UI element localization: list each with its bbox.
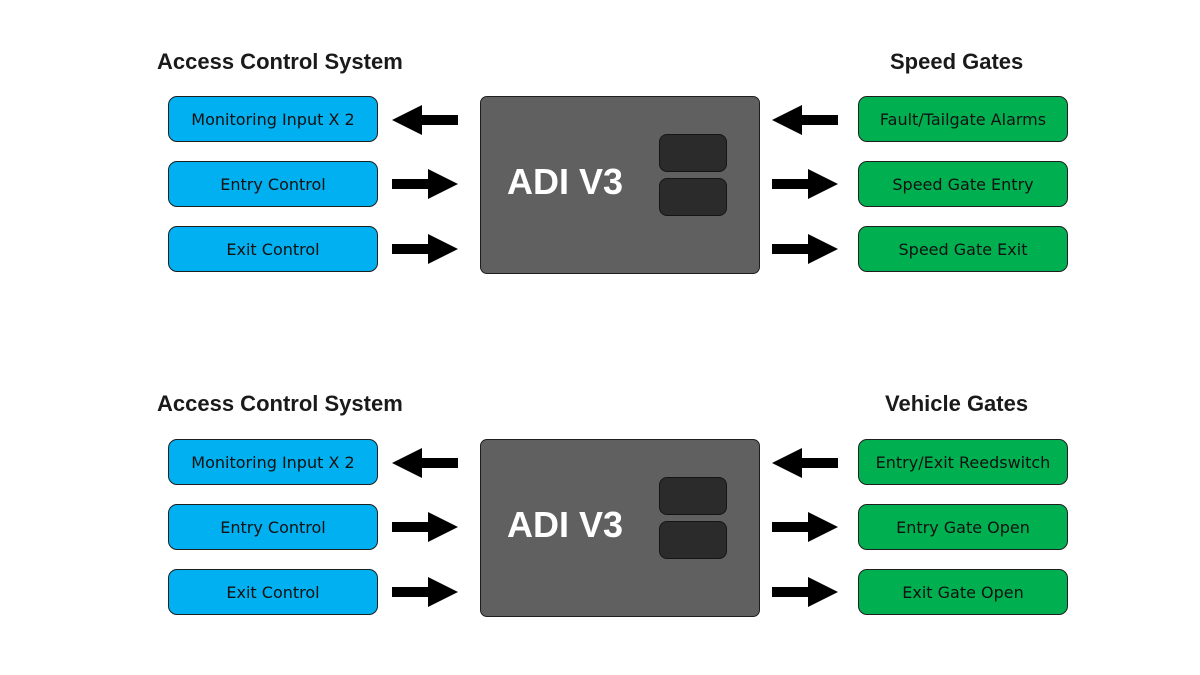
arrow-left-icon xyxy=(772,448,838,478)
gate-box-exit-gate-open: Exit Gate Open xyxy=(858,569,1068,615)
right-heading: Vehicle Gates xyxy=(885,391,1029,416)
arrow-left-icon xyxy=(392,105,458,135)
access-box-monitoring-input: Monitoring Input X 2 xyxy=(168,96,378,142)
arrow-right-icon xyxy=(392,234,458,264)
adi-device: ADI V3 xyxy=(480,96,760,274)
device-port-top xyxy=(659,134,727,172)
access-box-exit-control: Exit Control xyxy=(168,226,378,272)
arrow-right-icon xyxy=(392,577,458,607)
adi-device: ADI V3 xyxy=(480,439,760,617)
gate-box-speed-gate-exit: Speed Gate Exit xyxy=(858,226,1068,272)
left-heading: Access Control System xyxy=(157,49,403,74)
device-port-bottom xyxy=(659,178,727,216)
gate-box-fault-alarms: Fault/Tailgate Alarms xyxy=(858,96,1068,142)
arrow-left-icon xyxy=(772,105,838,135)
arrow-right-icon xyxy=(772,577,838,607)
arrow-right-icon xyxy=(772,169,838,199)
right-heading: Speed Gates xyxy=(890,49,1024,74)
access-box-entry-control: Entry Control xyxy=(168,161,378,207)
left-heading: Access Control System xyxy=(157,391,403,416)
arrow-right-icon xyxy=(772,512,838,542)
gate-box-speed-gate-entry: Speed Gate Entry xyxy=(858,161,1068,207)
device-port-top xyxy=(659,477,727,515)
device-label: ADI V3 xyxy=(507,504,624,545)
device-port-bottom xyxy=(659,521,727,559)
access-box-exit-control: Exit Control xyxy=(168,569,378,615)
gate-box-reedswitch: Entry/Exit Reedswitch xyxy=(858,439,1068,485)
arrow-right-icon xyxy=(772,234,838,264)
arrow-right-icon xyxy=(392,169,458,199)
access-box-monitoring-input: Monitoring Input X 2 xyxy=(168,439,378,485)
gate-box-entry-gate-open: Entry Gate Open xyxy=(858,504,1068,550)
access-box-entry-control: Entry Control xyxy=(168,504,378,550)
arrow-right-icon xyxy=(392,512,458,542)
arrow-left-icon xyxy=(392,448,458,478)
device-label: ADI V3 xyxy=(507,161,624,202)
